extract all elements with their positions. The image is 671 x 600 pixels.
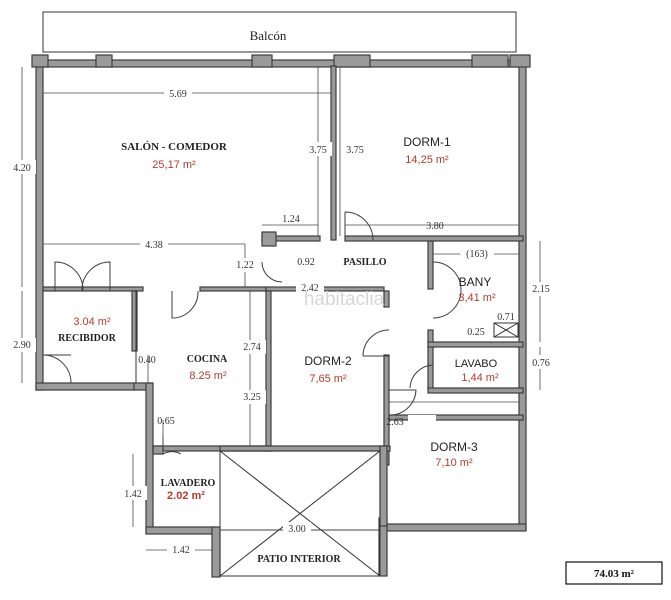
bany-area: 3,41 m² xyxy=(458,292,496,304)
salon-area: 25,17 m² xyxy=(152,159,196,171)
lavabo-area: 1,44 m² xyxy=(461,372,499,384)
dim-076: 0.76 xyxy=(532,358,550,369)
dim-124: 1.24 xyxy=(282,214,300,225)
salon-name: SALÓN - COMEDOR xyxy=(121,141,228,153)
door-entrance xyxy=(42,354,72,384)
door-bany xyxy=(432,261,462,319)
balcony: Balcón xyxy=(42,11,517,53)
dim-263: 2.63 xyxy=(386,417,404,428)
door-pasillo xyxy=(261,261,283,283)
dorm1-area: 14,25 m² xyxy=(405,154,449,166)
balcony-label: Balcón xyxy=(250,28,287,43)
dimension-labels: 5.69 3.75 3.75 4.20 1.24 3.80 4.38 1.22 … xyxy=(8,86,555,557)
shower-fixture xyxy=(493,322,519,338)
watermark: habitaclia xyxy=(304,289,385,310)
door-lavabo xyxy=(409,364,434,389)
dim-380: 3.80 xyxy=(426,221,444,232)
interior-walls xyxy=(42,65,524,527)
dim-215: 2.15 xyxy=(532,284,550,295)
dorm3-area: 7,10 m² xyxy=(435,457,473,469)
door-dorm1 xyxy=(344,211,374,241)
dim-375-right: 3.75 xyxy=(346,145,364,156)
dim-122: 1.22 xyxy=(236,260,254,271)
dim-071: 0.71 xyxy=(497,312,515,323)
dorm1-name: DORM-1 xyxy=(403,135,451,149)
dim-163: (163) xyxy=(466,249,488,260)
cocina-name: COCINA xyxy=(187,354,228,365)
door-cocina xyxy=(171,290,199,319)
dim-065: 0.65 xyxy=(157,416,175,427)
bany-name: BANY xyxy=(459,275,492,289)
dim-040: 0.40 xyxy=(138,355,156,366)
dim-569: 5.69 xyxy=(169,89,187,100)
cocina-area: 8.25 m² xyxy=(189,370,227,382)
door-dorm3 xyxy=(389,389,417,416)
patio-name: PATIO INTERIOR xyxy=(257,554,341,565)
dim-290: 2.90 xyxy=(13,340,31,351)
door-lavadero xyxy=(162,451,182,455)
dim-438: 4.38 xyxy=(145,240,163,251)
dim-025: 0.25 xyxy=(467,327,485,338)
dim-142-horizontal: 1.42 xyxy=(172,545,190,556)
recibidor-area: 3.04 m² xyxy=(73,316,111,328)
dorm2-area: 7,65 m² xyxy=(309,373,347,385)
dim-242: 2.42 xyxy=(301,283,319,294)
exterior-walls xyxy=(31,54,531,578)
dorm3-name: DORM-3 xyxy=(430,440,478,454)
dim-300: 3.00 xyxy=(288,524,306,535)
dim-420: 4.20 xyxy=(13,163,31,174)
lavabo-name: LAVABO xyxy=(455,358,498,370)
dim-092: 0.92 xyxy=(297,257,315,268)
total-area: 74.03 m² xyxy=(594,568,635,580)
dim-274: 2.74 xyxy=(243,342,261,353)
pasillo-name: PASILLO xyxy=(343,257,386,268)
door-recibidor-top-right xyxy=(81,261,111,292)
room-labels: SALÓN - COMEDOR 25,17 m² DORM-1 14,25 m²… xyxy=(58,135,499,565)
dim-325: 3.25 xyxy=(243,392,261,403)
total-area-box: 74.03 m² xyxy=(565,561,663,585)
door-dorm2 xyxy=(362,329,390,357)
dimension-lines xyxy=(21,67,541,551)
doors xyxy=(42,211,462,455)
lavadero-name: LAVADERO xyxy=(161,478,216,489)
dim-142-vertical: 1.42 xyxy=(124,489,142,500)
dorm2-name: DORM-2 xyxy=(304,354,352,368)
dim-375-left: 3.75 xyxy=(309,145,327,156)
lavadero-area: 2.02 m² xyxy=(167,490,205,502)
recibidor-name: RECIBIDOR xyxy=(58,333,117,344)
